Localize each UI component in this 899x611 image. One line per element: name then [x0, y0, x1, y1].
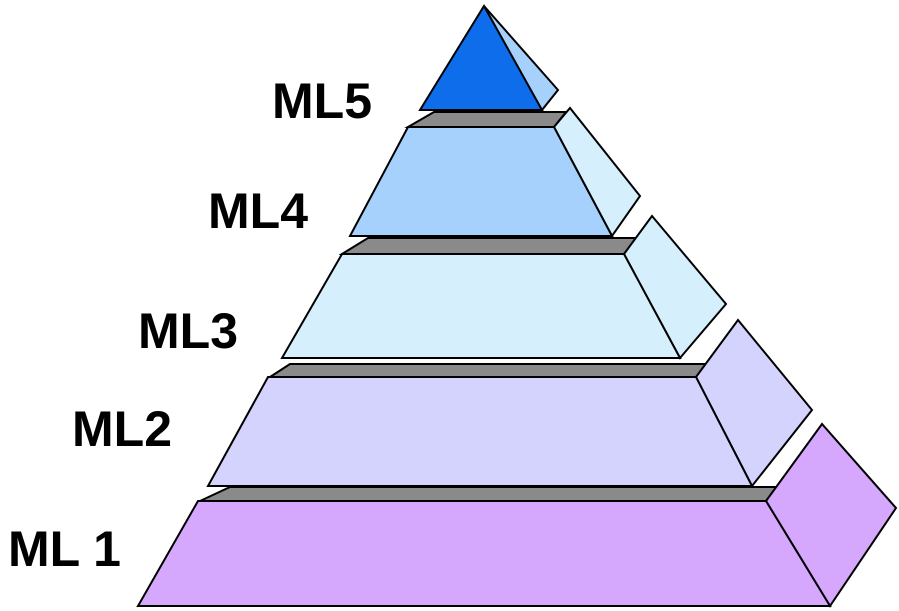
- tier-ml3-ledge: [338, 237, 645, 255]
- tier-ml2-label: ML2: [72, 401, 172, 457]
- tier-ml3-front: [280, 253, 682, 359]
- tier-ml1-ledge: [199, 486, 793, 502]
- tier-ml3-label: ML3: [138, 303, 238, 359]
- tier-ml4-front: [348, 126, 614, 237]
- tier-ml4-label: ML4: [208, 183, 308, 239]
- tier-ml1-front: [136, 500, 832, 607]
- tier-ml4-ledge: [404, 111, 569, 128]
- tier-ml5: ML5: [272, 4, 560, 129]
- tier-ml2: ML2: [72, 318, 814, 488]
- tier-ml1: ML 1: [8, 422, 898, 608]
- tier-ml3: ML3: [138, 214, 728, 360]
- tier-ml1-label: ML 1: [8, 521, 121, 577]
- tier-ml5-front: [418, 4, 544, 111]
- tier-ml2-ledge: [266, 363, 720, 378]
- tier-ml2-front: [206, 376, 754, 487]
- tier-ml4: ML4: [208, 106, 642, 239]
- tier-ml5-label: ML5: [272, 73, 372, 129]
